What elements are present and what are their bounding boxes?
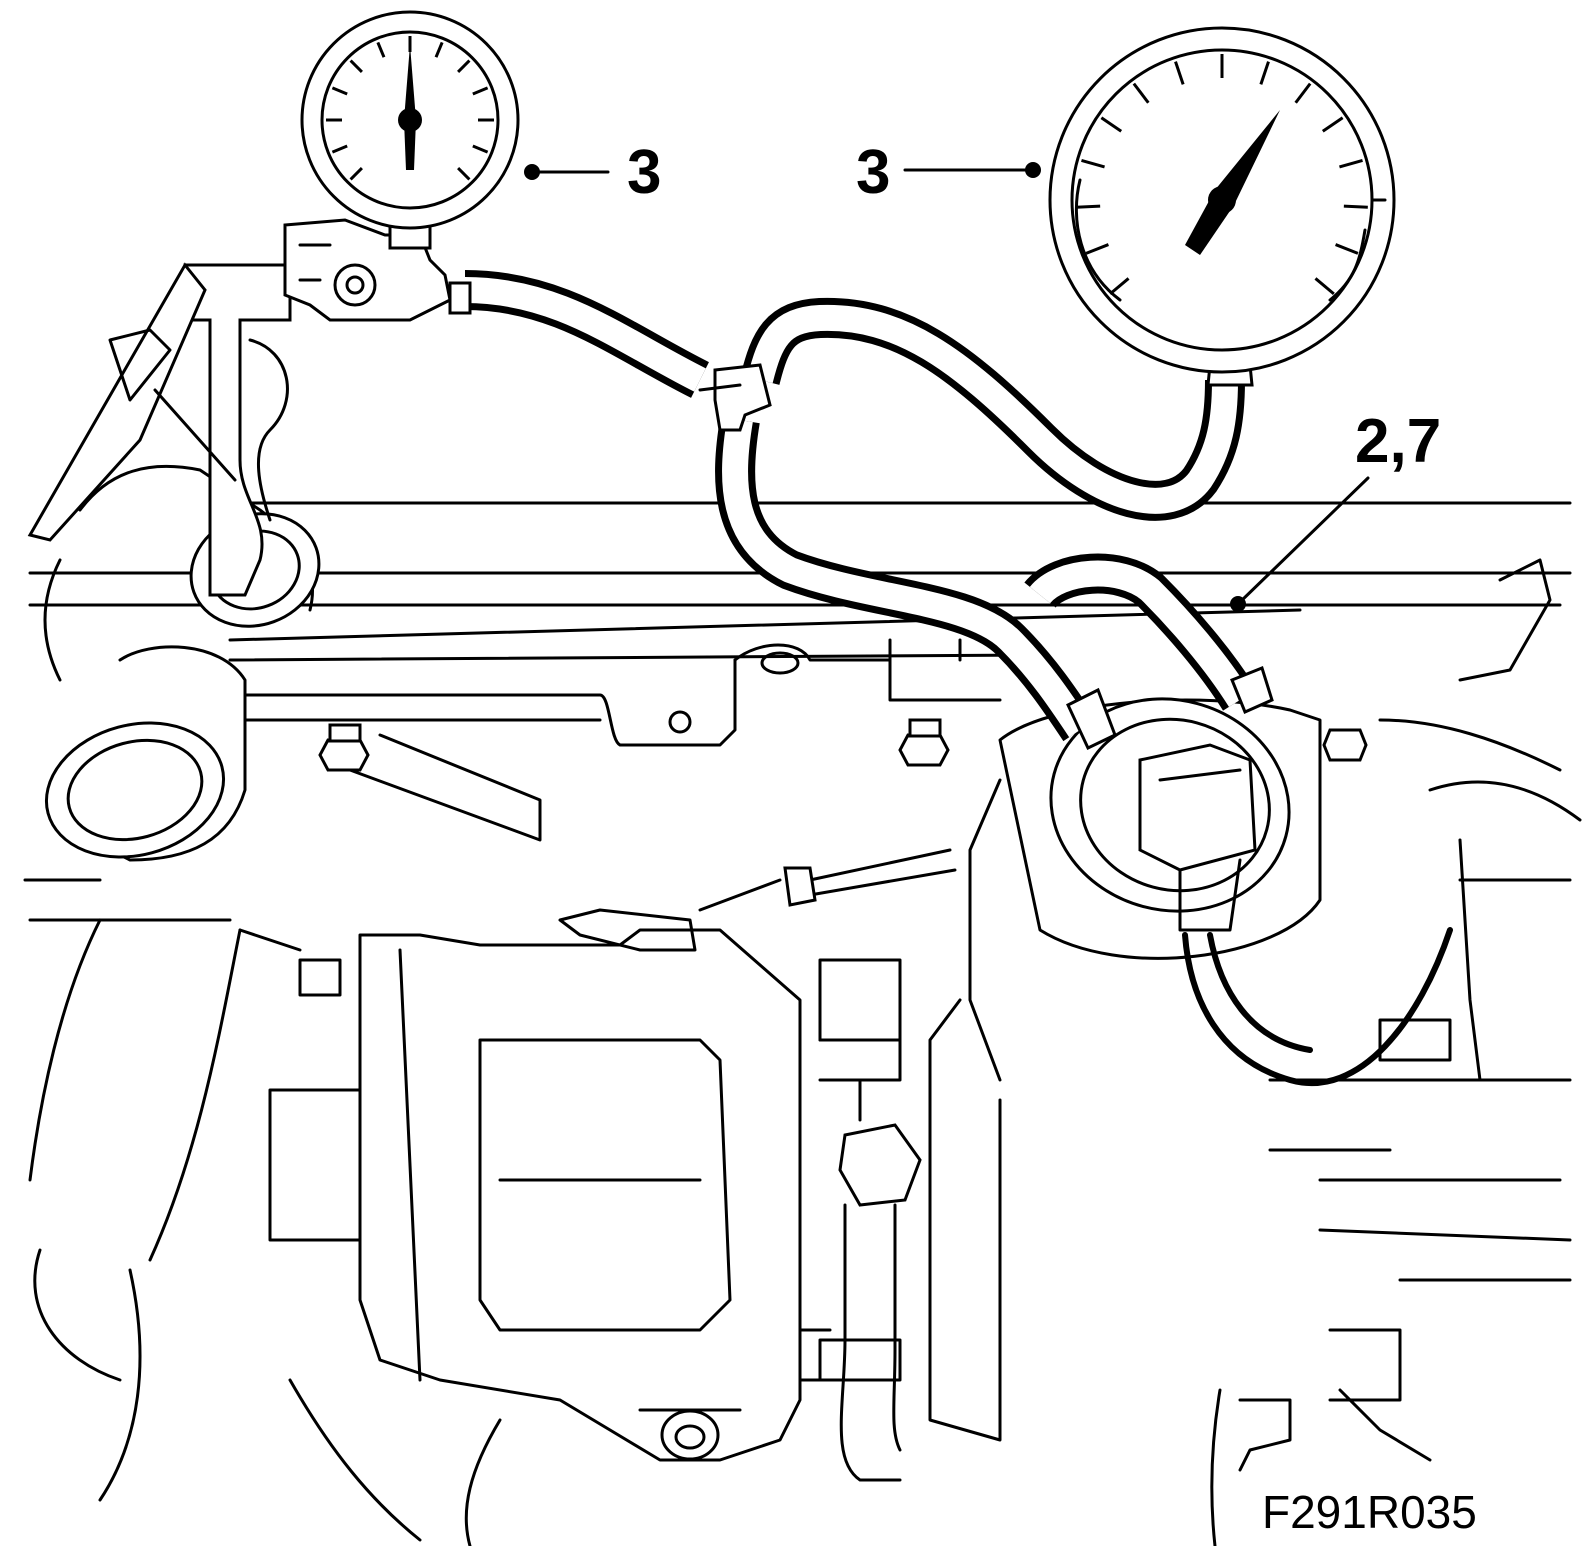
pressure-gauge-tick — [1343, 204, 1368, 209]
callout-3-vacuum-gauge: 3 — [627, 138, 661, 207]
oil-pipe — [818, 958, 922, 1482]
bolt-right — [1322, 728, 1368, 762]
pressure-gauge-tick — [1132, 82, 1150, 104]
pressure-gauge-tick — [1085, 243, 1109, 255]
bolts — [318, 718, 1368, 842]
manifold-bracket — [243, 638, 1002, 747]
vacuum-gauge-tick — [457, 167, 471, 181]
vacuum-gauge-tick — [472, 144, 489, 154]
pressure-gauge-tick — [1321, 116, 1344, 133]
vacuum-gauge-tick — [349, 167, 363, 181]
vacuum-gauge-tick — [331, 144, 348, 154]
vacuum-gauge-tick — [331, 86, 348, 96]
tee-connector — [698, 363, 772, 432]
callout-leaders — [524, 162, 1370, 612]
figure-code-backdrop — [1250, 1486, 1510, 1540]
pressure-gauge-tick — [1314, 277, 1335, 295]
engine-right-parts — [1210, 558, 1582, 1546]
vacuum-gauge-tick — [457, 59, 471, 73]
hand-vacuum-pump[interactable] — [27, 218, 472, 597]
vacuum-gauge-tick — [472, 86, 489, 96]
pressure-gauge-tick — [1335, 243, 1359, 255]
callout-2-7-turbo-control: 2,7 — [1355, 407, 1441, 476]
pressure-gauge-tick — [1259, 61, 1270, 85]
vacuum-gauge — [300, 10, 520, 250]
callout-3-pressure-gauge: 3 — [856, 138, 890, 207]
pressure-gauge-tick — [1339, 159, 1363, 169]
pressure-gauge-tick — [1100, 116, 1123, 133]
pressure-gauge-tick — [1174, 61, 1185, 85]
intake-pipe — [23, 464, 321, 1262]
pressure-gauge — [1048, 26, 1396, 387]
pressure-gauge-tick — [1294, 82, 1312, 104]
pressure-gauge-tick — [1109, 277, 1130, 295]
hose-end-fittings — [1066, 666, 1274, 751]
turbocharger — [33, 908, 832, 1546]
vacuum-hoses — [464, 270, 1257, 742]
wastegate-actuator — [928, 697, 1322, 1442]
figure-code: F291R035 — [1262, 1486, 1477, 1538]
vacuum-gauge-tick — [434, 41, 444, 58]
sensor-pipe — [698, 848, 957, 912]
vacuum-gauge-tick — [349, 59, 363, 73]
pressure-gauge-tick — [1081, 159, 1105, 169]
bolt-left — [318, 723, 370, 772]
pressure-gauge-tick — [1076, 204, 1101, 209]
bolt-center — [898, 718, 950, 767]
connector — [1138, 743, 1453, 1087]
vacuum-gauge-tick — [376, 41, 386, 58]
